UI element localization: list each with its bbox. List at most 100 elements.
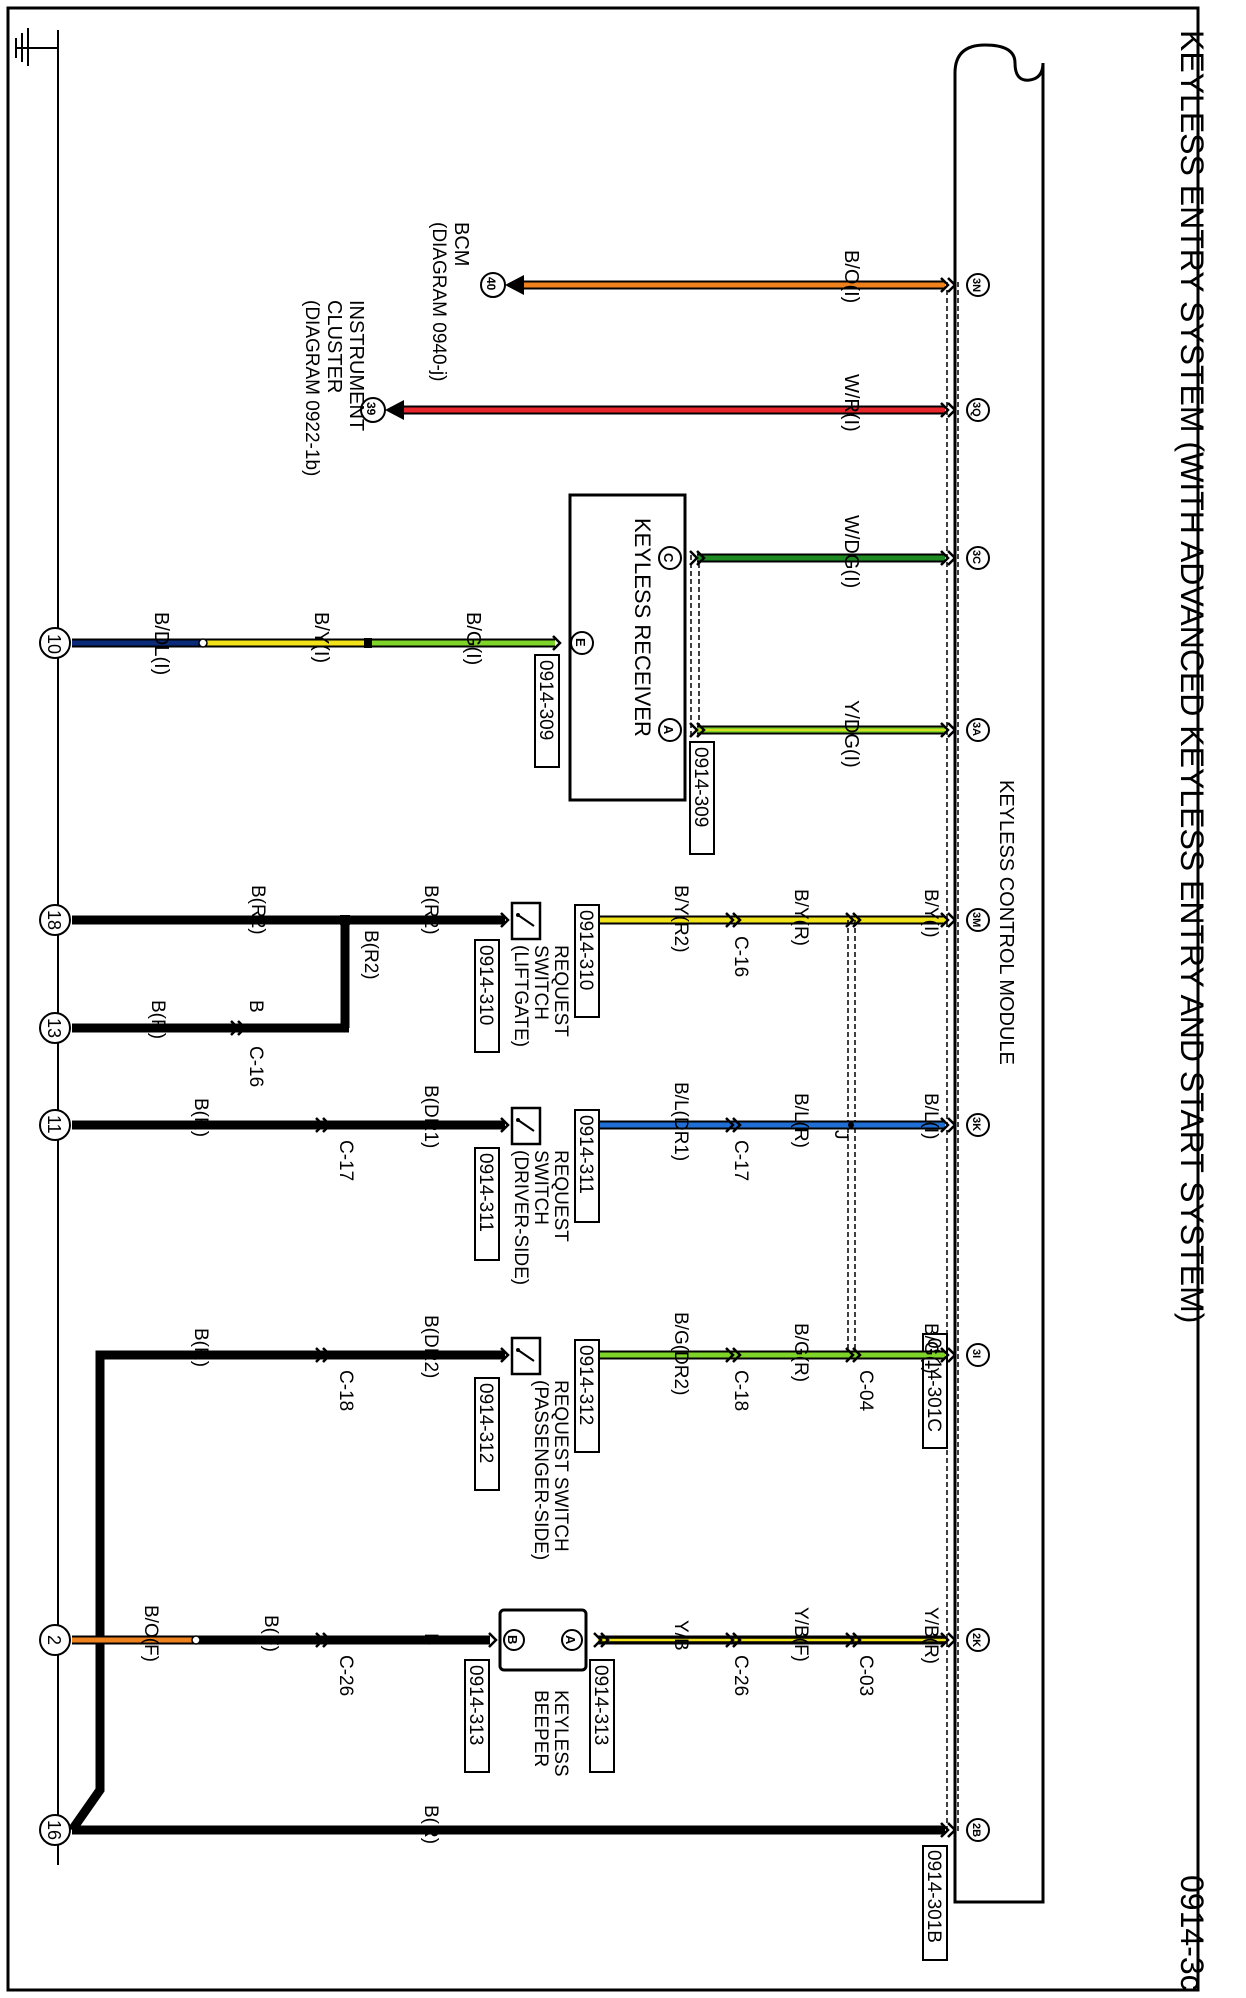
receiver-connector-tag: 0914-309	[534, 654, 560, 768]
svg-text:(DRIVER-SIDE): (DRIVER-SIDE)	[510, 1150, 531, 1285]
receiver-label: KEYLESS RECEIVER	[630, 518, 655, 737]
svg-text:B: B	[505, 1635, 520, 1644]
wire-label-3a: Y/DG(I)	[840, 700, 862, 768]
svg-text:0914-310: 0914-310	[475, 945, 496, 1025]
svg-text:3M: 3M	[970, 912, 982, 927]
svg-text:REQUEST: REQUEST	[550, 1150, 571, 1242]
wire-label-2k-a: Y/B(R)	[920, 1607, 941, 1664]
svg-text:3C: 3C	[970, 550, 982, 564]
svg-text:A: A	[563, 1635, 578, 1645]
ground-label-18-branch: B(R2)	[360, 930, 381, 980]
ground-connector-10: 10	[39, 627, 71, 659]
terminal-3c: 3C	[966, 546, 990, 570]
ground-label-11-a: B(DR1)	[420, 1085, 441, 1148]
terminal-2b: 2B	[966, 1818, 990, 1842]
svg-text:3N: 3N	[970, 278, 982, 292]
wire-e-to-10	[72, 634, 562, 652]
cluster-line1: INSTRUMENT	[345, 300, 367, 431]
wire-label-3q: W/R(I)	[840, 374, 862, 432]
keyless-beeper: A B 0914-313 0914-313 KEYLESS BEEPER	[464, 1608, 615, 1777]
ground-connector-18: 18	[39, 904, 71, 936]
terminal-3q: 3Q	[966, 398, 990, 422]
wire-3m	[574, 911, 957, 929]
svg-text:REQUEST: REQUEST	[550, 945, 571, 1037]
terminal-3m: 3M	[966, 908, 990, 932]
wire-label-3m-c: B/Y(R2)	[670, 885, 691, 953]
svg-text:SWITCH: SWITCH	[530, 1150, 551, 1225]
terminal-3a: 3A	[966, 718, 990, 742]
wire-label-3m-a: B/Y(I)	[920, 889, 941, 938]
svg-text:16: 16	[44, 1820, 64, 1840]
wire-label-2k-conn1: C-03	[855, 1655, 876, 1696]
wire-label-2k-conn2: C-26	[730, 1655, 751, 1696]
svg-text:0914-310: 0914-310	[575, 910, 596, 990]
svg-text:18: 18	[44, 910, 64, 930]
ground-label-2-conn: C-26	[335, 1655, 356, 1696]
terminal-3i: 3I	[966, 1343, 990, 1367]
connector-39: 39	[360, 397, 386, 423]
wire-3c	[688, 549, 957, 567]
receiver-connector-tag-2: 0914-309	[689, 741, 715, 855]
wire-label-3k-j: J	[830, 1130, 851, 1140]
ground-label-11-b: B(R)	[190, 1098, 211, 1137]
ground-label-13-b: B(R)	[147, 1000, 168, 1039]
svg-text:3I: 3I	[970, 1349, 982, 1358]
ground-label-18-b: B(R2)	[247, 885, 268, 935]
ground-connector-11: 11	[39, 1109, 71, 1141]
svg-text:0914-313: 0914-313	[465, 1665, 486, 1745]
svg-text:0914-311: 0914-311	[575, 1115, 596, 1194]
svg-text:0914-313: 0914-313	[590, 1665, 611, 1745]
request-switch-driver: 0914-311 0914-311 REQUEST SWITCH (DRIVER…	[474, 1106, 600, 1285]
svg-text:E: E	[573, 638, 588, 647]
wire-3k	[574, 1116, 957, 1134]
connector-40: 40	[480, 272, 506, 298]
request-switch-passenger: 0914-312 0914-312 REQUEST SWITCH (PASSEN…	[474, 1336, 600, 1560]
svg-text:2B: 2B	[970, 1823, 982, 1837]
receiver-pin-a: A	[658, 718, 682, 742]
ground-wire-16-branch	[68, 1346, 510, 1833]
ground-label-13-a: B	[245, 1000, 266, 1013]
wire-3q	[385, 400, 957, 420]
wire-label-3k-conn: C-17	[730, 1140, 751, 1181]
wire-label-3i-conn2: C-18	[730, 1370, 751, 1411]
svg-text:11: 11	[44, 1115, 64, 1134]
bcm-line1: BCM	[450, 222, 472, 266]
ground-label-13-conn: C-16	[245, 1046, 266, 1087]
wire-3i	[574, 1346, 957, 1364]
diagram-frame	[6, 6, 1200, 1992]
terminal-3k: 3K	[966, 1113, 990, 1137]
ground-wire-18	[72, 911, 510, 1037]
wire-label-3m-conn: C-16	[730, 936, 751, 977]
ground-label-2-a: B	[420, 1633, 441, 1646]
receiver-pin-e: E	[570, 631, 594, 655]
wire-label-3c: W/DG(I)	[840, 515, 862, 588]
svg-text:C: C	[661, 553, 676, 563]
wire-label-e-b: B/Y(I)	[310, 612, 332, 663]
wire-2k	[592, 1631, 957, 1649]
wire-label-3m-b: B/Y(R)	[790, 889, 811, 946]
svg-text:KEYLESS: KEYLESS	[550, 1690, 571, 1777]
svg-text:3K: 3K	[970, 1117, 982, 1131]
svg-text:0914-311: 0914-311	[475, 1153, 496, 1232]
svg-text:A: A	[661, 725, 676, 735]
svg-text:0914-309: 0914-309	[690, 747, 711, 827]
cluster-line3: (DIAGRAM 0922-1b)	[301, 300, 322, 476]
wire-label-3n: B/O(I)	[840, 250, 862, 303]
wire-2b	[72, 1821, 957, 1839]
ground-label-2-b: B(F)	[260, 1615, 281, 1652]
ground-label-2-c: B/O(F)	[140, 1605, 161, 1662]
svg-text:0914-309: 0914-309	[535, 660, 556, 740]
wire-label-3i-c: B/G(DR2)	[670, 1312, 691, 1395]
ground-label-16-b: B(R)	[190, 1328, 211, 1367]
ground-strap-3m	[847, 920, 856, 1355]
ground-icon	[15, 28, 58, 66]
wire-label-3k-c: B/L(DR1)	[670, 1082, 691, 1161]
ground-connector-13: 13	[39, 1012, 71, 1044]
wire-label-3k-a: B/L(I)	[920, 1093, 941, 1139]
module-label: KEYLESS CONTROL MODULE	[995, 780, 1017, 1065]
svg-text:40: 40	[484, 277, 498, 291]
wire-label-e-a: B/G(I)	[462, 612, 484, 665]
svg-text:0914-312: 0914-312	[475, 1383, 496, 1463]
ground-label-11-conn: C-17	[335, 1140, 356, 1181]
svg-text:2K: 2K	[970, 1633, 982, 1647]
